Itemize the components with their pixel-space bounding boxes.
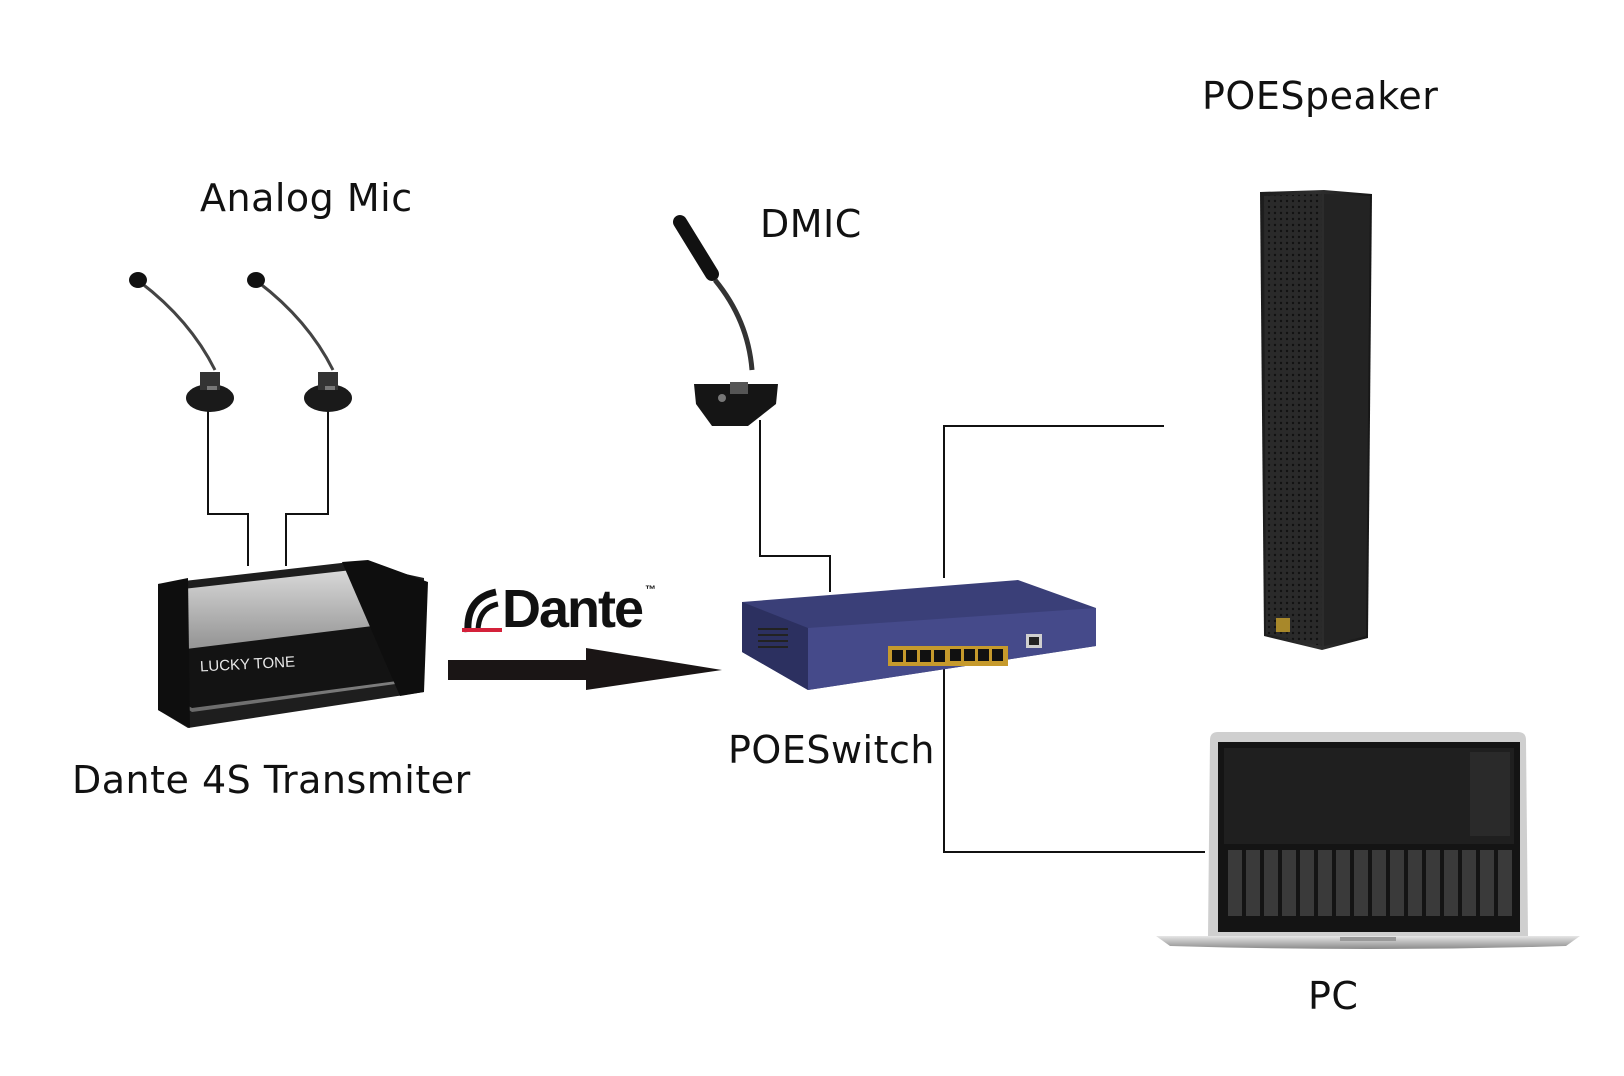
dante-logo-text: Dante — [502, 579, 644, 639]
gooseneck-mic-icon — [129, 272, 234, 412]
connection-lines — [207, 410, 1205, 853]
mic1-to-transmitter-line — [207, 410, 249, 566]
laptop-icon — [1156, 732, 1580, 949]
dmic-icon — [673, 215, 778, 426]
transmitter-label: Dante 4S Transmiter — [72, 758, 471, 802]
poe-switch-icon — [742, 580, 1096, 690]
poe-switch-label: POESwitch — [728, 728, 935, 772]
dante-trademark: ™ — [645, 584, 657, 596]
switch-to-pc-line — [943, 664, 1205, 853]
mic2-to-transmitter-line — [285, 410, 329, 566]
gooseneck-mic-icon — [247, 272, 352, 412]
poe-speaker-label: POESpeaker — [1202, 74, 1439, 118]
dmic-to-switch-line — [759, 420, 831, 592]
column-speaker-icon — [1260, 190, 1372, 650]
dante-logo-mark — [462, 588, 502, 633]
switch-to-speaker-line — [943, 425, 1164, 578]
dmic-label: DMIC — [760, 202, 862, 246]
analog-mic-label: Analog Mic — [200, 176, 413, 220]
transmitter-box-icon — [158, 560, 428, 728]
arrow-icon — [448, 648, 722, 690]
pc-label: PC — [1308, 974, 1359, 1018]
